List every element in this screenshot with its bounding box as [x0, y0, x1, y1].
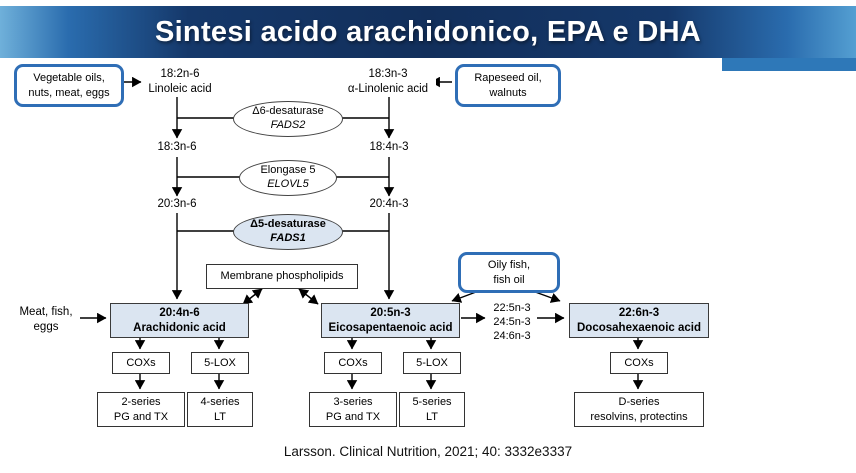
intermediate-24-6n3: 24:6n-3 [493, 330, 531, 342]
n6-step1-line2: Linoleic acid [148, 82, 212, 95]
source-vegetable-line1: Vegetable oils, [33, 72, 105, 85]
source-vegetable-line2: nuts, meat, eggs [28, 86, 110, 99]
epa-lox-product-line1: 5-series [412, 396, 452, 409]
arachidonic-acid-box: 20:4n-6 Arachidonic acid [110, 303, 249, 338]
dha-box: 22:6n-3 Docosahexaenoic acid [569, 303, 709, 338]
aa-lox-product-line2: LT [213, 410, 227, 423]
aa-cox-product-box: 2-series PG and TX [97, 392, 185, 427]
intermediate-24-5n3: 24:5n-3 [493, 316, 531, 328]
source-vegetable-oils-box: Vegetable oils, nuts, meat, eggs [14, 64, 124, 107]
n6-linoleic-acid-label: 18:2n-6 Linoleic acid [143, 67, 217, 97]
epa-cox-product-box: 3-series PG and TX [309, 392, 397, 427]
n3-step1-line1: 18:3n-3 [368, 68, 408, 80]
epa-cox-product-line1: 3-series [333, 396, 373, 409]
elongation-intermediates: 22:5n-3 24:5n-3 24:6n-3 [488, 301, 536, 343]
intermediate-22-5n3: 22:5n-3 [493, 302, 531, 314]
enzyme-delta5-desaturase: Δ5-desaturase FADS1 [233, 214, 343, 250]
source-oily-fish-box: Oily fish, fish oil [458, 252, 560, 293]
aa-line1: 20:4n-6 [159, 306, 200, 319]
source-meat-line1: Meat, fish, [19, 306, 73, 318]
n3-20-4n3-label: 20:4n-3 [357, 197, 421, 212]
dha-line2: Docosahexaenoic acid [577, 321, 701, 334]
n6-18-3n6-label: 18:3n-6 [145, 140, 209, 155]
dha-line1: 22:6n-3 [618, 306, 660, 319]
aa-5lox-box: 5-LOX [191, 352, 249, 374]
aa-lox-product-line1: 4-series [200, 396, 240, 409]
page-title: Sintesi acido arachidonico, EPA e DHA [154, 15, 702, 48]
enzyme-delta5-gene: FADS1 [270, 232, 306, 244]
source-rapeseed-line1: Rapeseed oil, [474, 72, 542, 85]
epa-box: 20:5n-3 Eicosapentaenoic acid [321, 303, 460, 338]
aa-coxs-box: COXs [112, 352, 170, 374]
n6-step1-line1: 18:2n-6 [160, 68, 200, 80]
membrane-phospholipids-box: Membrane phospholipids [206, 264, 358, 289]
n3-alpha-linolenic-label: 18:3n-3 α-Linolenic acid [340, 67, 436, 97]
n6-20-3n6-label: 20:3n-6 [145, 197, 209, 212]
enzyme-delta6-desaturase: Δ6-desaturase FADS2 [233, 101, 343, 137]
enzyme-elongase5: Elongase 5 ELOVL5 [239, 160, 337, 196]
epa-lox-product-line2: LT [425, 410, 439, 423]
source-meat-line2: eggs [33, 320, 59, 333]
enzyme-delta6-gene: FADS2 [270, 119, 306, 131]
source-oily-fish-line1: Oily fish, [487, 259, 531, 272]
enzyme-delta5-name: Δ5-desaturase [250, 218, 326, 231]
banner-accent-strip [722, 58, 856, 71]
enzyme-elongase-name: Elongase 5 [260, 164, 316, 177]
dha-product-line2: resolvins, protectins [590, 410, 688, 423]
aa-line2: Arachidonic acid [133, 321, 226, 334]
source-meat-label: Meat, fish, eggs [10, 305, 82, 335]
n3-18-4n3-label: 18:4n-3 [357, 140, 421, 155]
epa-coxs-box: COXs [324, 352, 382, 374]
aa-lox-product-box: 4-series LT [187, 392, 253, 427]
citation: Larsson. Clinical Nutrition, 2021; 40: 3… [283, 444, 573, 459]
enzyme-elongase-gene: ELOVL5 [267, 178, 309, 190]
dha-product-box: D-series resolvins, protectins [574, 392, 704, 427]
epa-lox-product-box: 5-series LT [399, 392, 465, 427]
epa-5lox-box: 5-LOX [403, 352, 461, 374]
aa-cox-product-line1: 2-series [121, 396, 161, 409]
source-rapeseed-line2: walnuts [489, 86, 527, 99]
source-rapeseed-box: Rapeseed oil, walnuts [455, 64, 561, 107]
epa-line1: 20:5n-3 [370, 306, 411, 319]
title-banner: Sintesi acido arachidonico, EPA e DHA [0, 6, 856, 58]
n3-step1-line2: α-Linolenic acid [347, 82, 429, 95]
aa-cox-product-line2: PG and TX [113, 410, 169, 423]
dha-product-line1: D-series [618, 396, 660, 409]
enzyme-delta6-name: Δ6-desaturase [252, 105, 324, 118]
epa-line2: Eicosapentaenoic acid [328, 321, 453, 334]
source-oily-fish-line2: fish oil [493, 273, 525, 286]
epa-cox-product-line2: PG and TX [325, 410, 381, 423]
dha-coxs-box: COXs [610, 352, 668, 374]
